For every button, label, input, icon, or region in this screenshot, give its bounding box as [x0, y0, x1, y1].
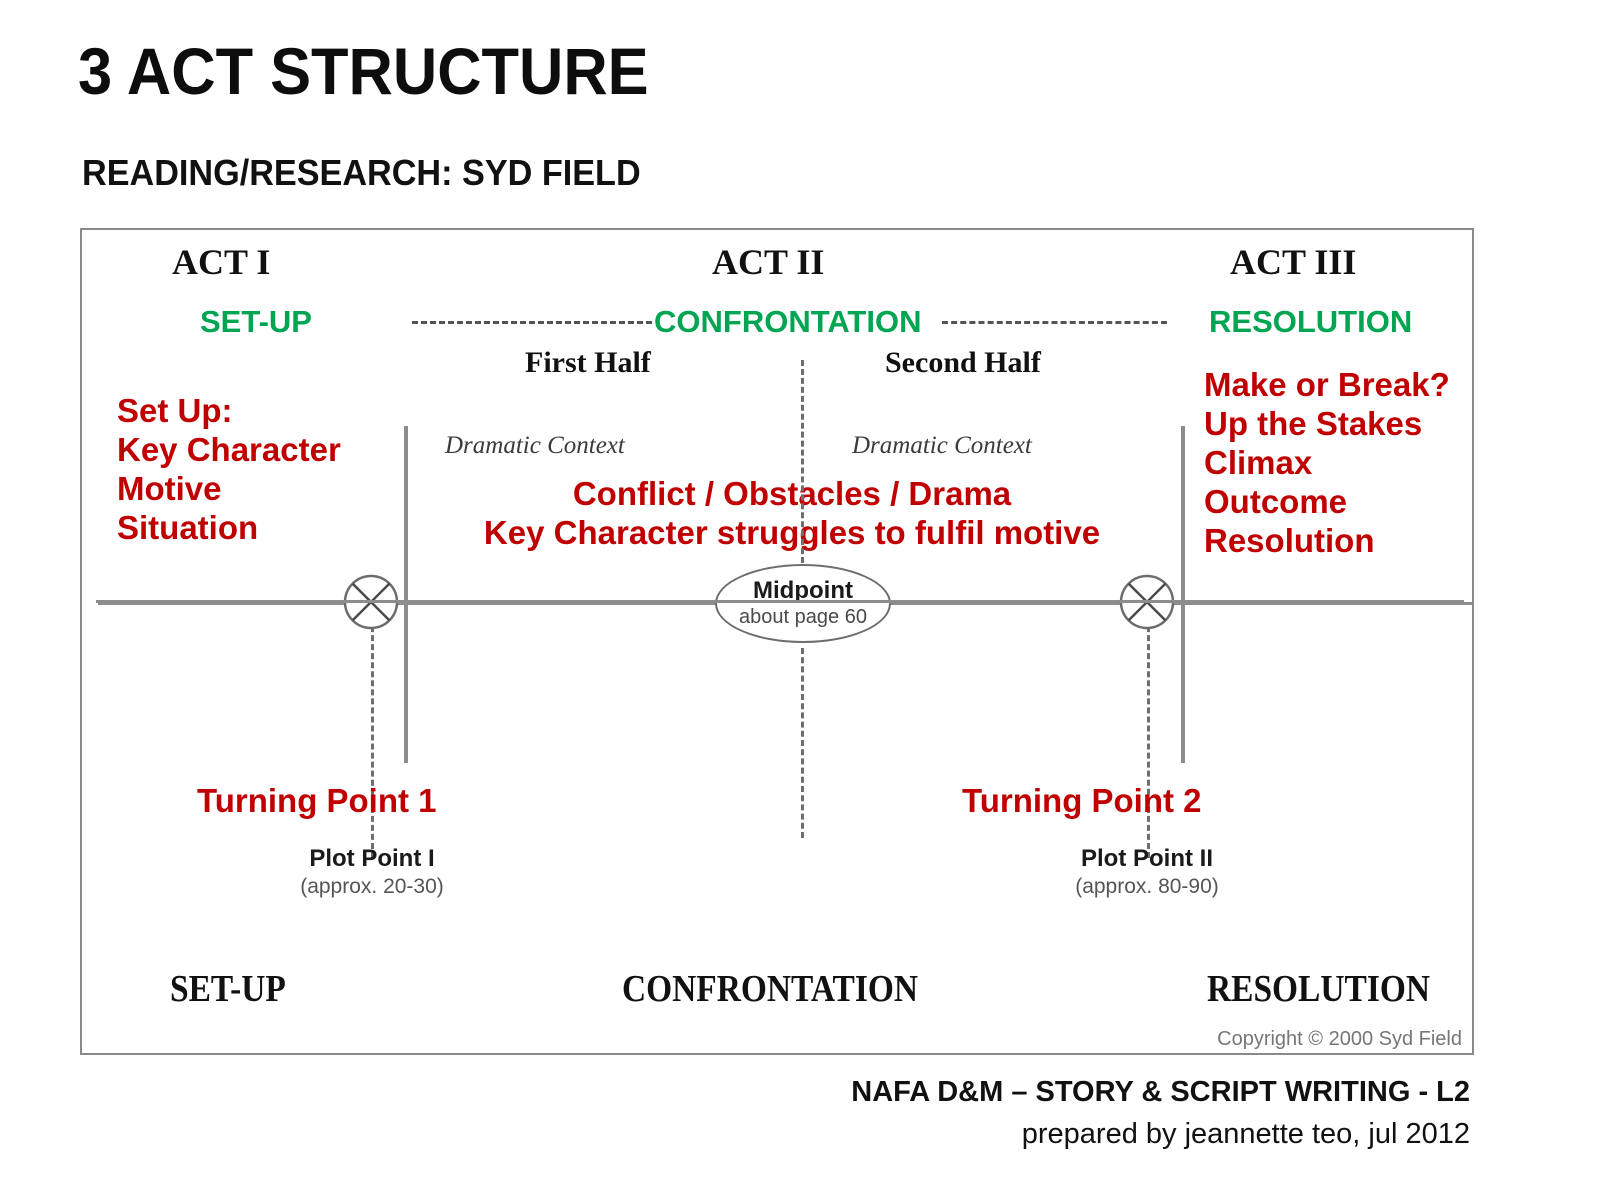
act-heading-3: ACT III	[1230, 242, 1357, 282]
midpoint-dashed-line-top	[801, 360, 804, 572]
half-label-second: Second Half	[885, 346, 1041, 379]
copyright-notice: Copyright © 2000 Syd Field	[1217, 1028, 1462, 1050]
bottom-label-confrontation: CONFRONTATION	[622, 968, 919, 1010]
turning-point-1-dashed-line	[371, 608, 374, 858]
annotation-act3: Make or Break? Up the Stakes Climax Outc…	[1204, 366, 1450, 559]
bottom-label-setup: SET-UP	[170, 968, 286, 1010]
plot-point-2-caption: Plot Point II (approx. 80-90)	[1017, 844, 1277, 900]
annotation-act1: Set Up: Key Character Motive Situation	[117, 392, 341, 546]
plot-point-1-pages: (approx. 20-30)	[300, 875, 444, 898]
midpoint-title: Midpoint	[753, 577, 853, 605]
dashed-connector-right	[942, 321, 1167, 324]
plot-point-1-caption: Plot Point I (approx. 20-30)	[242, 844, 502, 900]
dramatic-context-first: Dramatic Context	[445, 432, 625, 459]
plot-point-1-title: Plot Point I	[309, 845, 435, 872]
dashed-connector-left	[412, 321, 652, 324]
act-heading-1: ACT I	[172, 242, 271, 282]
footer-course-line: NAFA D&M – STORY & SCRIPT WRITING - L2	[851, 1076, 1470, 1108]
half-label-first: First Half	[525, 346, 651, 379]
midpoint-ellipse: Midpoint about page 60	[715, 564, 891, 643]
turning-point-2-label: Turning Point 2	[962, 782, 1202, 819]
bottom-label-resolution: RESOLUTION	[1207, 968, 1430, 1010]
turning-point-1-label: Turning Point 1	[197, 782, 437, 819]
midpoint-dashed-line-bottom	[801, 648, 804, 838]
diagram-frame: ACT I ACT II ACT III SET-UP CONFRONTATIO…	[80, 228, 1474, 1055]
plot-point-2-pages: (approx. 80-90)	[1075, 875, 1219, 898]
phase-label-confrontation: CONFRONTATION	[654, 304, 922, 339]
page-subtitle: READING/RESEARCH: SYD FIELD	[82, 152, 641, 193]
act-divider-line-2	[1181, 426, 1185, 763]
turning-point-2-dashed-line	[1147, 608, 1150, 858]
act-divider-line-1	[404, 426, 408, 763]
phase-label-setup: SET-UP	[200, 304, 312, 339]
footer-author-line: prepared by jeannette teo, jul 2012	[1021, 1118, 1470, 1150]
act-heading-2: ACT II	[712, 242, 825, 282]
annotation-act2: Conflict / Obstacles / Drama Key Charact…	[483, 475, 1101, 551]
midpoint-subtitle: about page 60	[739, 605, 867, 628]
plot-point-2-title: Plot Point II	[1081, 845, 1213, 872]
timeline-spine-extension	[96, 600, 1464, 603]
phase-label-resolution: RESOLUTION	[1209, 304, 1413, 339]
dramatic-context-second: Dramatic Context	[852, 432, 1032, 459]
page-title: 3 ACT STRUCTURE	[78, 34, 649, 108]
